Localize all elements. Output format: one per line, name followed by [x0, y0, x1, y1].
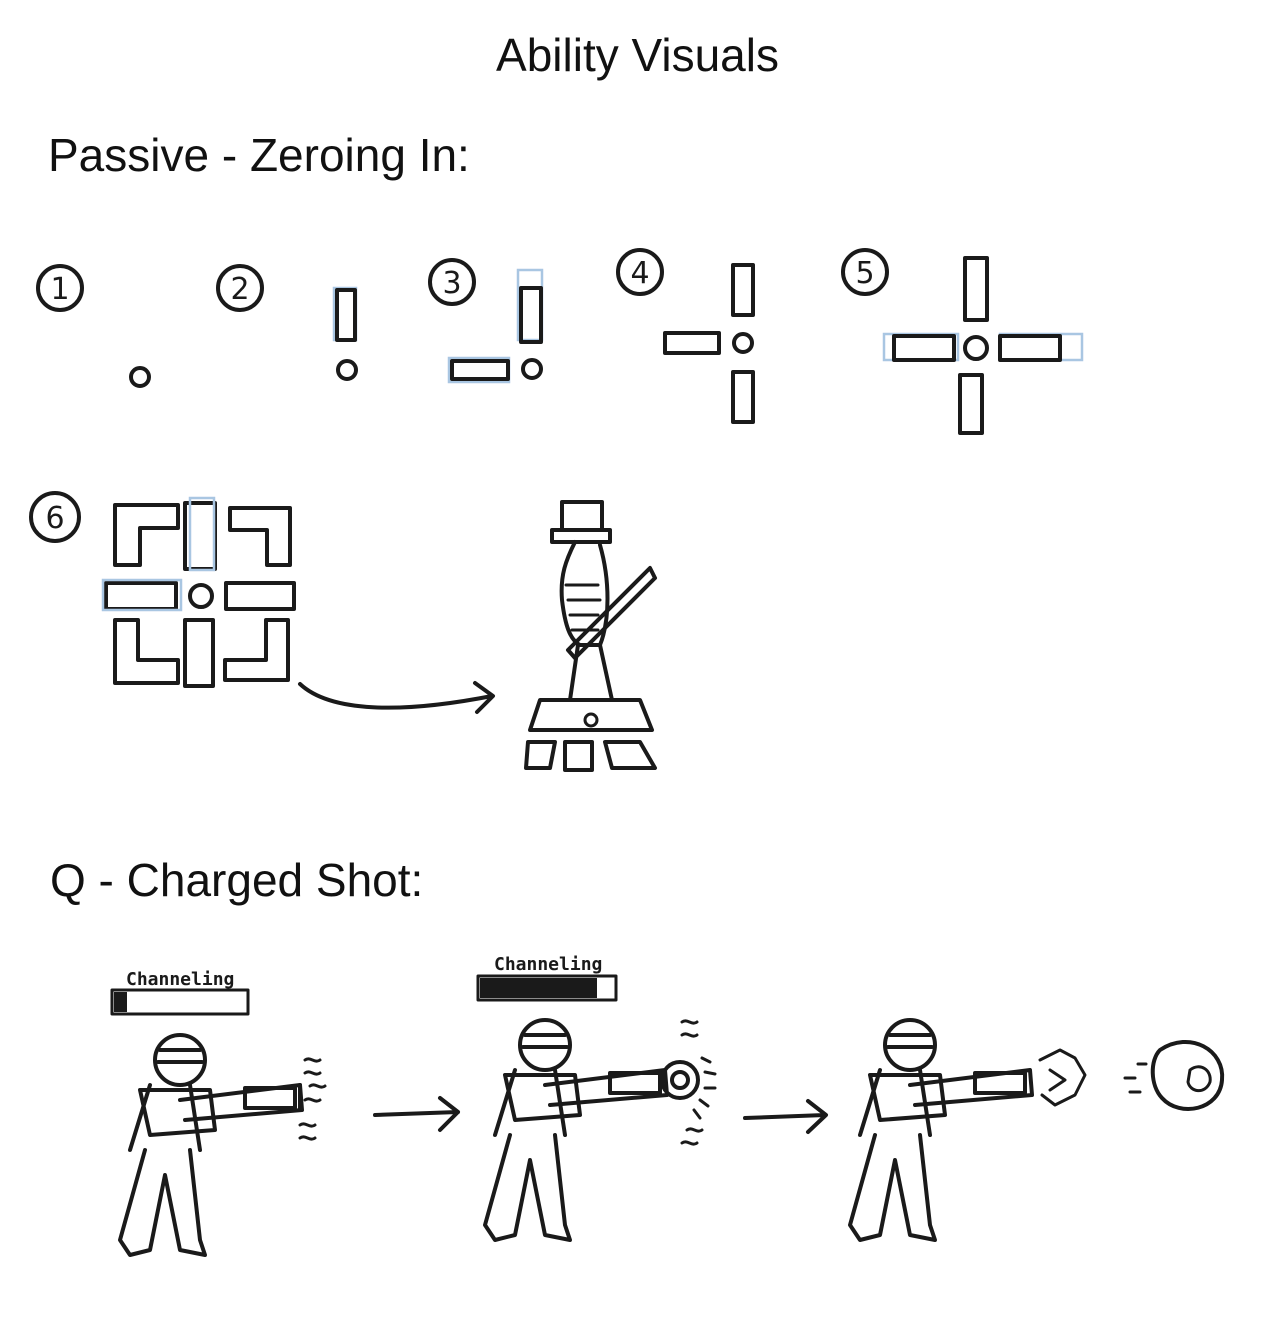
arrow-icon — [743, 1099, 828, 1134]
channel-bar-1 — [110, 988, 250, 1016]
target-figure — [524, 500, 657, 772]
step-2: 2 — [216, 264, 358, 381]
page-title: Ability Visuals — [496, 29, 779, 81]
channel-bar-2 — [476, 974, 618, 1002]
channeling-label-1: Channeling — [126, 969, 234, 990]
step-3: 3 — [428, 258, 544, 384]
step-4: 4 — [616, 248, 755, 424]
full-reticle — [101, 496, 296, 688]
reticle-dot — [129, 366, 151, 388]
arrow-icon — [373, 1096, 460, 1132]
step-2-number: 2 — [230, 272, 249, 307]
step-6: 6 — [29, 491, 657, 772]
passive-section-title: Passive - Zeroing In: — [48, 129, 470, 181]
step-1-number: 1 — [50, 272, 69, 307]
curved-arrow-icon — [298, 681, 495, 714]
step-6-number: 6 — [45, 501, 64, 536]
channeling-label-2: Channeling — [494, 954, 602, 975]
step-4-number: 4 — [630, 256, 649, 291]
channel-fill-2 — [480, 978, 597, 998]
q-frame-3 — [848, 1018, 1225, 1242]
projectile — [1150, 1039, 1225, 1111]
q-frame-1: Channeling — [110, 969, 327, 1257]
step-3-number: 3 — [442, 266, 461, 301]
channel-fill-1 — [114, 992, 127, 1012]
step-1: 1 — [36, 264, 151, 388]
step-5-number: 5 — [855, 256, 874, 291]
step-5: 5 — [841, 248, 1084, 435]
motion-lines — [1123, 1062, 1148, 1094]
q-frame-2: Channeling — [476, 954, 717, 1242]
q-section-title: Q - Charged Shot: — [50, 854, 424, 906]
